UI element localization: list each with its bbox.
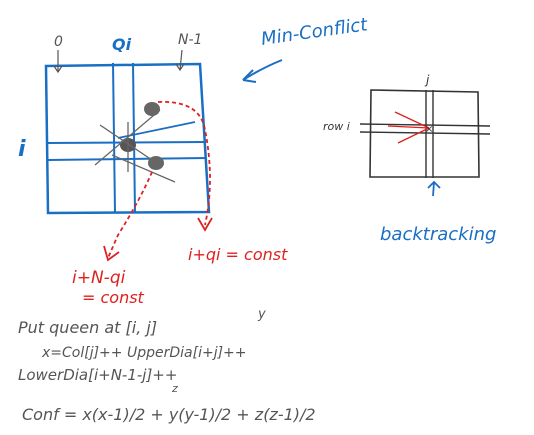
anti-diagonal-const: = const xyxy=(82,288,145,307)
min-conflict-title: Min-Conflict xyxy=(260,14,370,50)
backtracking-label: backtracking xyxy=(380,224,496,245)
col-q-label: Qi xyxy=(112,35,132,54)
col-zero-label: 0 xyxy=(54,34,63,50)
row-i-label: i xyxy=(18,137,26,162)
note-counters: x=Col[j]++ UpperDia[i+j]++ xyxy=(41,345,247,361)
board-vline-2 xyxy=(132,62,136,214)
queen-bottom xyxy=(148,156,164,170)
bt-red-attack-lines xyxy=(387,111,430,144)
note-lower-dia: LowerDia[i+N-1-j]++ xyxy=(18,366,177,384)
diagonal-arrow xyxy=(157,101,211,226)
bt-col-label: j xyxy=(424,73,430,87)
col-last-arrow xyxy=(175,49,185,72)
title-arrowhead xyxy=(242,69,257,83)
note-y-annot: y xyxy=(257,307,266,322)
bt-row-label: row i xyxy=(323,120,350,133)
backtracking-arrow xyxy=(427,180,441,197)
note-conf-formula: Conf = x(x-1)/2 + y(y-1)/2 + z(z-1)/2 xyxy=(22,405,316,424)
bt-queen-mark: × xyxy=(425,124,433,135)
col-last-label: N-1 xyxy=(178,32,202,48)
diagonal-arrowhead xyxy=(197,217,213,232)
note-put-queen: Put queen at [i, j] xyxy=(18,318,157,337)
bt-board-outline xyxy=(369,89,480,178)
board-vline-1 xyxy=(112,62,116,214)
anti-diagonal-formula: i+N-qi xyxy=(72,268,126,288)
backtracking-board: × xyxy=(359,89,491,178)
anti-diagonal-arrowhead xyxy=(103,245,120,262)
note-z-annot: z xyxy=(171,382,178,395)
queens xyxy=(94,102,176,183)
col-zero-arrow xyxy=(53,50,63,74)
bt-row-line-2 xyxy=(359,131,491,135)
title-arrow xyxy=(242,59,283,81)
bt-row-line-1 xyxy=(359,123,491,127)
queen-top xyxy=(144,102,160,116)
board-outline xyxy=(44,62,211,215)
diagonal-formula: i+qi = const xyxy=(188,245,288,264)
anti-diagonal-arrow xyxy=(107,171,153,259)
attack-lines xyxy=(94,109,176,183)
